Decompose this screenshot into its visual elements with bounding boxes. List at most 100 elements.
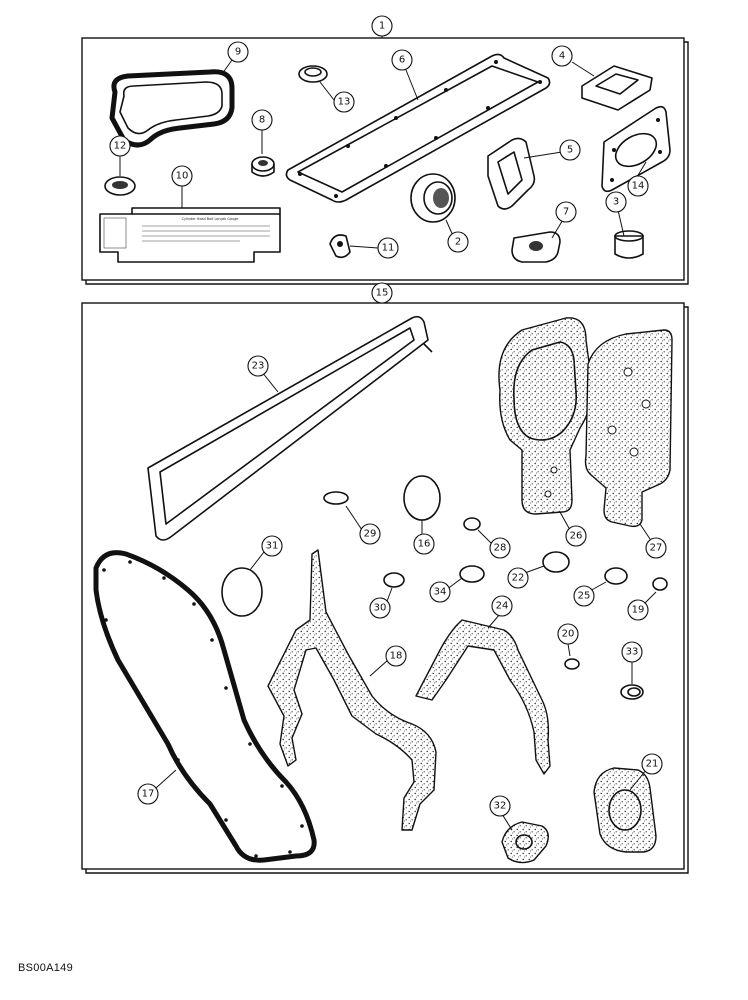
callout-8: 8 xyxy=(251,109,273,131)
callout-19: 19 xyxy=(627,599,649,621)
part-22-o-ring xyxy=(542,551,570,573)
svg-text:32: 32 xyxy=(494,801,507,812)
svg-text:33: 33 xyxy=(626,647,639,658)
part-7-gasket xyxy=(511,231,561,263)
svg-text:30: 30 xyxy=(374,603,387,614)
callout-32: 32 xyxy=(489,795,511,817)
part-13-seal xyxy=(298,65,328,83)
svg-text:1: 1 xyxy=(379,21,385,32)
svg-text:26: 26 xyxy=(570,531,583,542)
callout-24: 24 xyxy=(491,595,513,617)
callout-16: 16 xyxy=(413,533,435,555)
callout-3: 3 xyxy=(605,191,627,213)
svg-text:22: 22 xyxy=(512,573,525,584)
part-29-o-ring xyxy=(323,491,349,505)
callout-26: 26 xyxy=(565,525,587,547)
part-19-o-ring xyxy=(652,577,668,591)
part-14-flange-gasket xyxy=(601,105,671,193)
svg-text:2: 2 xyxy=(455,237,461,248)
svg-text:21: 21 xyxy=(646,759,659,770)
callout-5: 5 xyxy=(559,139,581,161)
callout-33: 33 xyxy=(621,641,643,663)
callout-12: 12 xyxy=(109,135,131,157)
part-11-clip xyxy=(329,234,351,259)
part-23-long-gasket xyxy=(147,315,433,541)
part-28-washer xyxy=(463,517,481,531)
svg-text:7: 7 xyxy=(563,207,569,218)
part-27-plate-gasket xyxy=(584,329,673,528)
drawing-code: BS00A149 xyxy=(18,962,73,974)
callout-10: 10 xyxy=(171,165,193,187)
svg-text:24: 24 xyxy=(496,601,509,612)
svg-text:10: 10 xyxy=(176,171,189,182)
svg-text:20: 20 xyxy=(562,629,575,640)
part-6-long-gasket xyxy=(285,53,551,203)
svg-text:4: 4 xyxy=(559,51,565,62)
svg-text:13: 13 xyxy=(338,97,351,108)
svg-text:27: 27 xyxy=(650,543,663,554)
part-33-plug xyxy=(620,684,644,700)
part-16-o-ring xyxy=(403,475,441,521)
part-32-gasket xyxy=(501,821,549,864)
callout-1: 1 xyxy=(371,15,393,37)
svg-text:17: 17 xyxy=(142,789,155,800)
callout-20: 20 xyxy=(557,623,579,645)
callout-18: 18 xyxy=(385,645,407,667)
svg-text:18: 18 xyxy=(390,651,403,662)
part-17-gear-cover-gasket xyxy=(93,550,317,863)
svg-text:23: 23 xyxy=(252,361,265,372)
callout-9: 9 xyxy=(227,41,249,63)
svg-text:31: 31 xyxy=(266,541,279,552)
svg-text:5: 5 xyxy=(567,145,573,156)
svg-text:6: 6 xyxy=(399,55,405,66)
callout-17: 17 xyxy=(137,783,159,805)
part-2-seal xyxy=(410,173,456,223)
callout-6: 6 xyxy=(391,49,413,71)
callout-27: 27 xyxy=(645,537,667,559)
callout-11: 11 xyxy=(377,237,399,259)
callout-31: 31 xyxy=(261,535,283,557)
svg-text:16: 16 xyxy=(418,539,431,550)
callout-14: 14 xyxy=(627,175,649,197)
part-10-bolt-gauge-card: Cylinder Head Bolt Length Gauge xyxy=(99,207,281,263)
callout-28: 28 xyxy=(489,537,511,559)
callout-25: 25 xyxy=(573,585,595,607)
svg-text:14: 14 xyxy=(632,181,645,192)
callout-34: 34 xyxy=(429,581,451,603)
svg-text:11: 11 xyxy=(382,243,395,254)
part-9-rocker-cover-gasket xyxy=(109,69,235,148)
callout-7: 7 xyxy=(555,201,577,223)
callout-30: 30 xyxy=(369,597,391,619)
gauge-card-title: Cylinder Head Bolt Length Gauge xyxy=(182,217,239,221)
svg-text:19: 19 xyxy=(632,605,645,616)
callout-2: 2 xyxy=(447,231,469,253)
part-4-exhaust-gasket xyxy=(581,65,653,111)
part-25-o-ring xyxy=(604,567,628,585)
part-20-o-ring xyxy=(564,658,580,670)
part-26-front-cover-gasket xyxy=(498,317,593,515)
part-18-gasket xyxy=(267,549,437,831)
callout-29: 29 xyxy=(359,523,381,545)
callout-21: 21 xyxy=(641,753,663,775)
svg-text:29: 29 xyxy=(364,529,377,540)
svg-text:28: 28 xyxy=(494,543,507,554)
svg-text:15: 15 xyxy=(376,288,389,299)
part-21-flange-gasket xyxy=(593,767,657,853)
callout-23: 23 xyxy=(247,355,269,377)
callout-22: 22 xyxy=(507,567,529,589)
part-31-o-ring xyxy=(221,567,263,617)
callout-4: 4 xyxy=(551,45,573,67)
callout-13: 13 xyxy=(333,91,355,113)
part-24-gasket xyxy=(415,619,551,775)
part-30-o-ring xyxy=(383,572,405,588)
part-34-o-ring xyxy=(459,565,485,583)
svg-text:9: 9 xyxy=(235,47,241,58)
svg-text:8: 8 xyxy=(259,115,265,126)
part-12-seal xyxy=(104,176,136,196)
part-5-gasket xyxy=(487,137,536,210)
svg-text:34: 34 xyxy=(434,587,447,598)
callout-15: 15 xyxy=(371,282,393,304)
svg-text:25: 25 xyxy=(578,591,591,602)
svg-text:12: 12 xyxy=(114,141,127,152)
